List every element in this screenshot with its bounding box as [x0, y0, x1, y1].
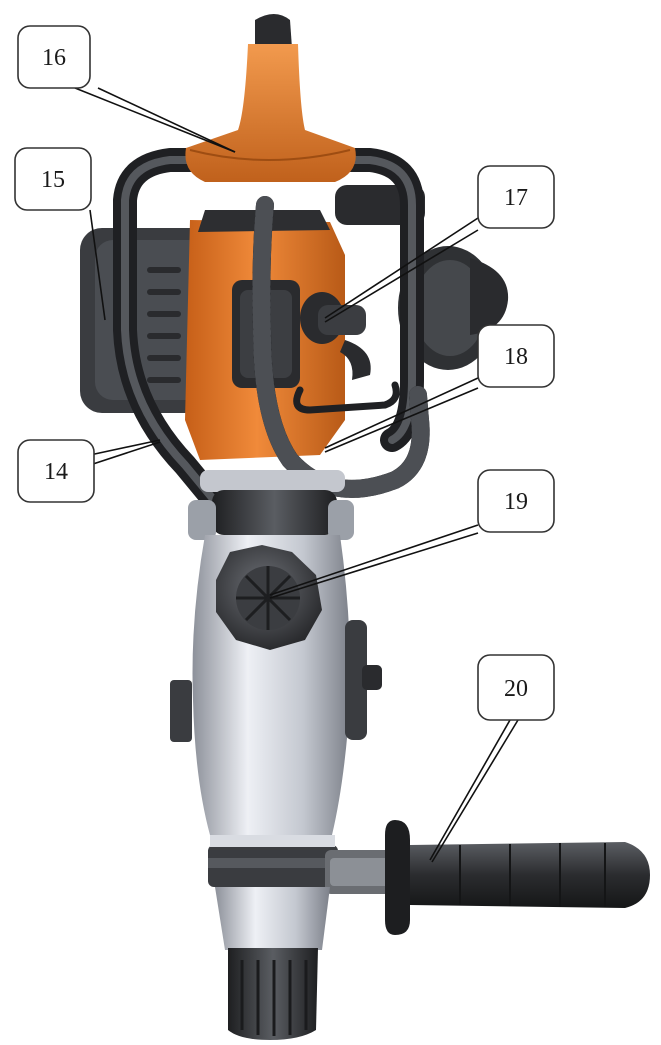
leader-line: [324, 377, 479, 449]
leader-line: [269, 532, 479, 599]
callout-box: [477, 324, 555, 388]
control-cable: [293, 381, 400, 414]
callout-18: 18: [324, 324, 555, 453]
leader-line: [429, 719, 511, 861]
callout-16: 16: [17, 25, 236, 153]
leader-line: [89, 439, 161, 456]
leader-line: [74, 87, 236, 153]
locking-knob: [216, 545, 322, 650]
leader-line: [89, 441, 161, 466]
leader-line: [89, 209, 106, 321]
fuel-knob: [300, 292, 371, 380]
callout-20: 20: [429, 654, 555, 863]
top-handle: [185, 14, 356, 182]
corrugated-hose: [252, 196, 430, 498]
callout-15: 15: [14, 147, 106, 321]
leader-line: [324, 229, 479, 323]
callout-box: [17, 25, 91, 89]
cooling-vents: [147, 267, 181, 383]
callout-label: 14: [44, 459, 68, 485]
callout-label: 16: [42, 45, 66, 71]
callout-box: [477, 165, 555, 229]
callout-label: 19: [504, 489, 528, 515]
side-handle-clamp: [208, 845, 400, 894]
callout-label: 17: [504, 185, 528, 211]
callout-box: [477, 654, 555, 721]
callout-17: 17: [324, 165, 555, 323]
leader-line: [97, 87, 236, 153]
leader-line: [431, 719, 519, 863]
callout-label: 18: [504, 344, 528, 370]
leader-line: [324, 387, 479, 453]
callout-box: [17, 439, 95, 503]
callout-box: [477, 469, 555, 533]
neck-clamp: [188, 470, 354, 540]
drill-illustration: [80, 14, 650, 1040]
spindle: [210, 835, 335, 1040]
leader-line: [324, 217, 479, 319]
callout-label: 20: [504, 676, 528, 702]
callout-label: 15: [41, 167, 65, 193]
callouts: 16 15 17 18 14: [14, 25, 555, 863]
callout-box: [14, 147, 92, 211]
callout-19: 19: [269, 469, 555, 599]
leader-line: [269, 524, 479, 596]
callout-14: 14: [17, 439, 161, 503]
side-handle-grip: [385, 820, 650, 935]
